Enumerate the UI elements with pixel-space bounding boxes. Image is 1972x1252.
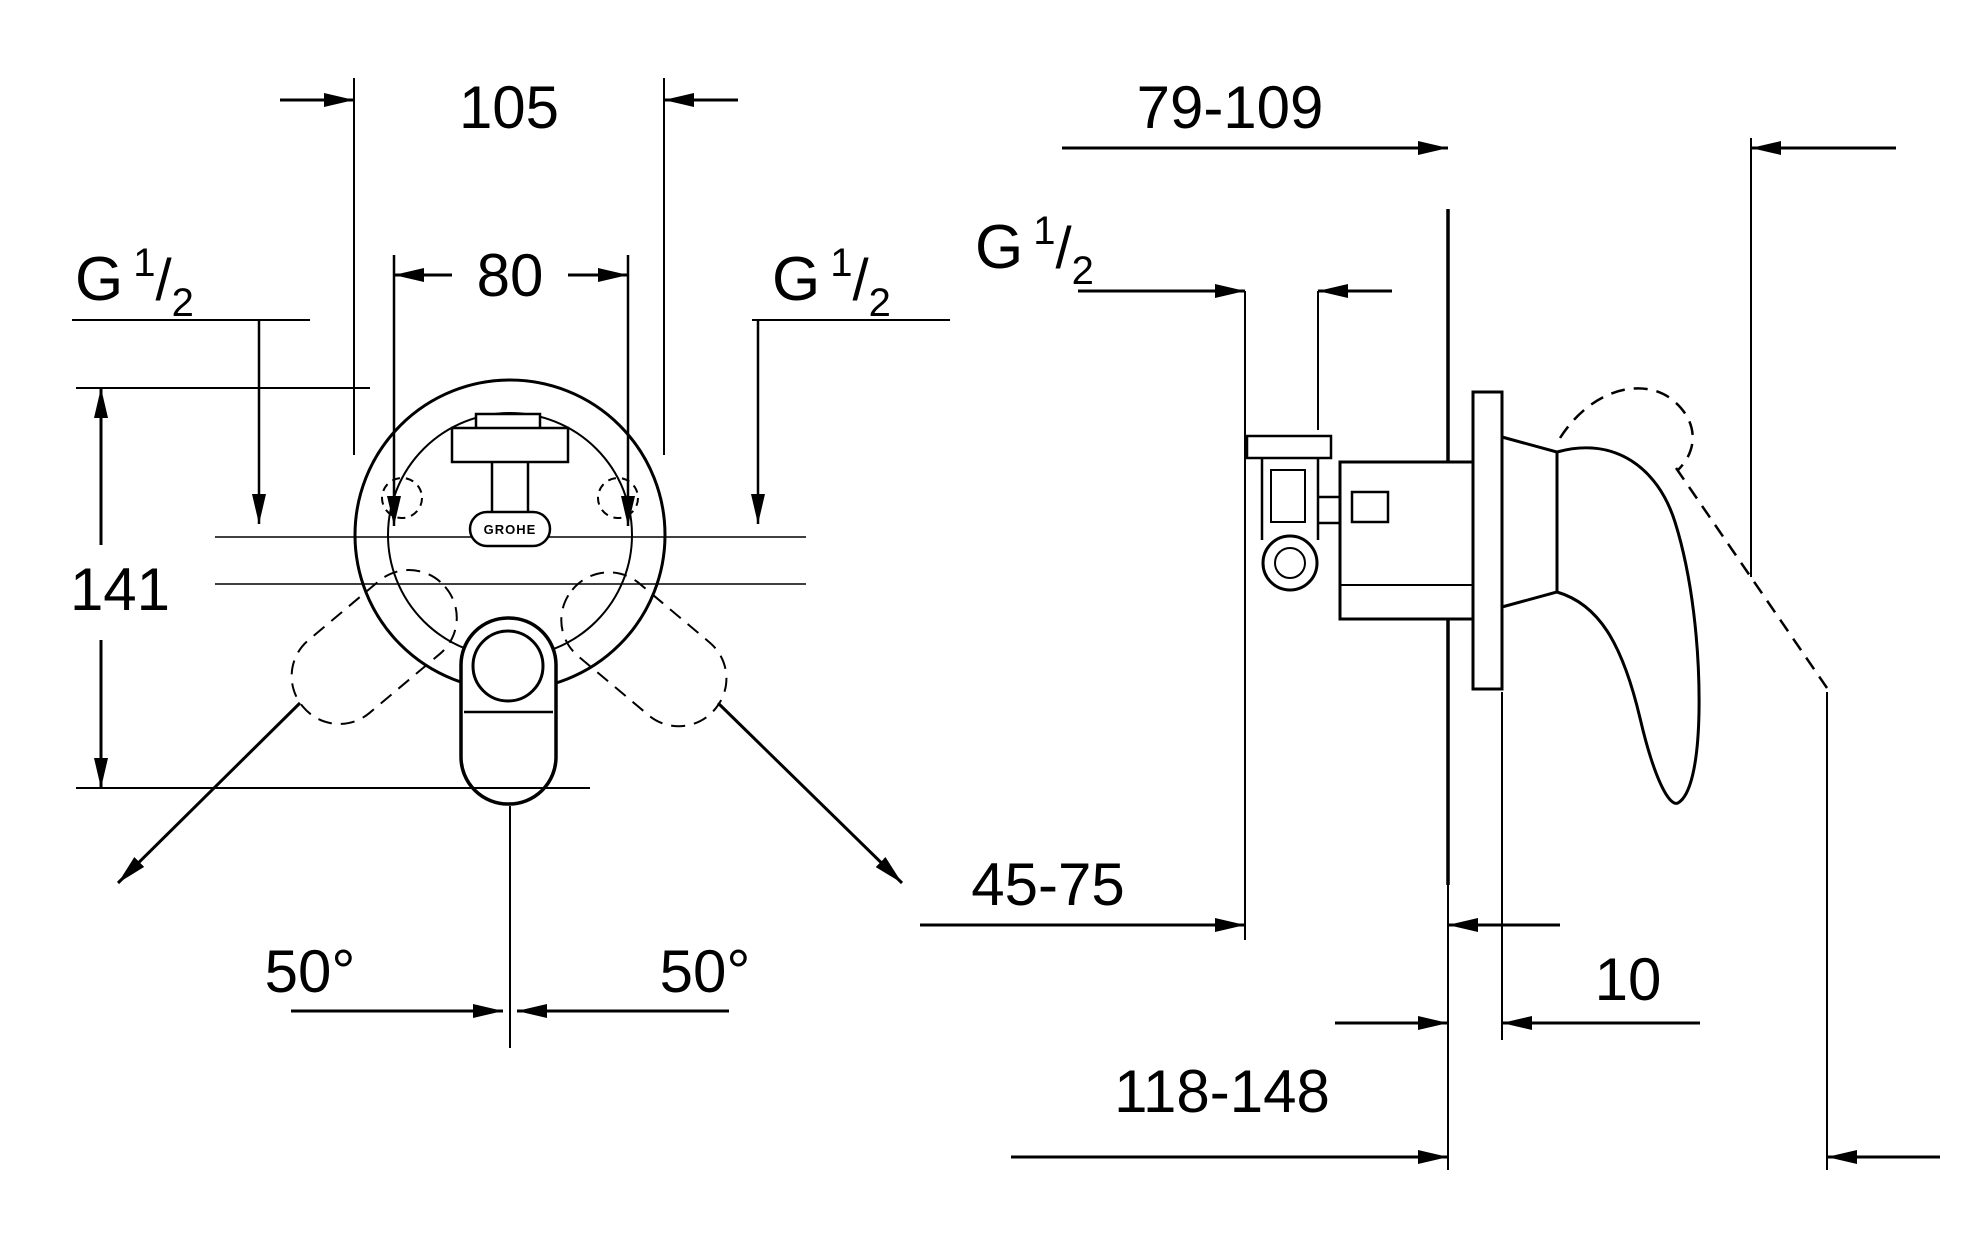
- front-view: GROHE 105 80: [70, 74, 950, 1048]
- mounting-ports-dashed: [381, 477, 639, 519]
- dim-total-118-148: 118-148: [1011, 692, 1940, 1170]
- wall-hatching-lower: [1378, 678, 1448, 883]
- dim-10-label: 10: [1595, 946, 1662, 1013]
- dim-141-label: 141: [70, 556, 170, 623]
- dim-width-105: 105: [280, 74, 738, 455]
- thread-prefix: G: [75, 245, 123, 314]
- handle-swing-dashed-right: [560, 571, 728, 728]
- valve-body-side: [1338, 460, 1475, 621]
- thread-denominator: 2: [869, 281, 891, 325]
- thread-denominator: 2: [172, 281, 194, 325]
- handle-swing-dashed-left: [290, 569, 458, 725]
- dim-inlet-45-75: 45-75: [920, 851, 1560, 932]
- dim-118-148-label: 118-148: [1114, 1058, 1330, 1125]
- thread-prefix: G: [975, 213, 1023, 282]
- thread-numerator: 1: [133, 241, 155, 285]
- thread-slash: /: [155, 248, 172, 313]
- dim-depth-79-109: 79-109: [1062, 74, 1896, 577]
- dim-50-right-label: 50°: [660, 938, 751, 1005]
- valve-top-detail: [450, 412, 570, 512]
- lever-handle-side: [1500, 435, 1701, 805]
- dim-79-109-label: 79-109: [1137, 74, 1324, 141]
- dim-45-75-label: 45-75: [971, 851, 1124, 918]
- thread-prefix: G: [772, 245, 820, 314]
- thread-denominator: 2: [1072, 249, 1094, 293]
- escutcheon-plate-side: [1471, 390, 1504, 691]
- lever-handle-side-dashed: [1558, 387, 1829, 689]
- lever-handle-front: [459, 616, 558, 806]
- supply-fitting: [1245, 434, 1340, 592]
- grohe-logo-badge: GROHE: [468, 510, 552, 548]
- grohe-logo-text: GROHE: [484, 522, 537, 537]
- thread-slash: /: [852, 248, 869, 313]
- thread-numerator: 1: [830, 241, 852, 285]
- dim-80-label: 80: [477, 242, 544, 309]
- dim-angle-right-50: 50°: [517, 701, 904, 1018]
- dim-105-label: 105: [459, 74, 559, 141]
- thread-slash: /: [1055, 216, 1072, 281]
- dim-height-141: 141: [70, 387, 590, 789]
- wall-hatching-upper: [1378, 213, 1448, 393]
- dim-angle-left-50: 50°: [116, 701, 503, 1018]
- dim-offset-10: 10: [1335, 692, 1700, 1040]
- dim-ports-80: 80: [387, 242, 635, 526]
- thread-numerator: 1: [1033, 209, 1055, 253]
- dim-50-left-label: 50°: [265, 938, 356, 1005]
- wall-section: [1378, 209, 1450, 1170]
